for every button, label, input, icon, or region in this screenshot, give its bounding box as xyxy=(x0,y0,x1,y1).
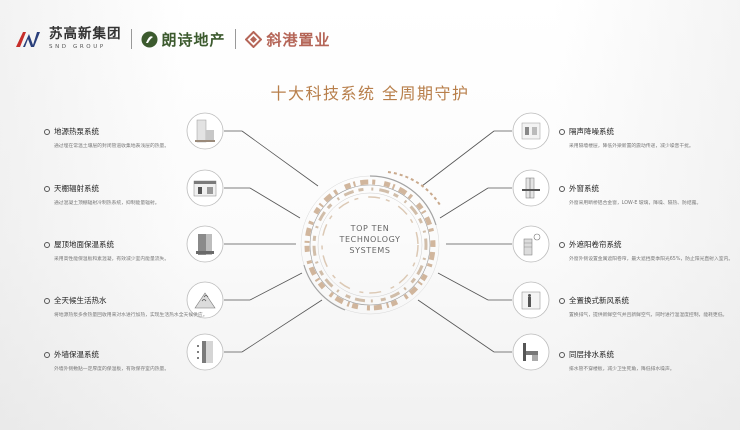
item-desc: 将地源热泵多余热量回收用来对水进行加热，实现生活热水全天候供应。 xyxy=(54,313,208,318)
left-item-4: 全天候生活热水 将地源热泵多余热量回收用来对水进行加热，实现生活热水全天候供应。 xyxy=(44,295,208,318)
item-title: 地源热泵系统 xyxy=(54,127,99,136)
brand1-name: 苏高新集团 xyxy=(49,26,122,42)
item-desc: 通过混凝土顶棚辐射冷制热系统，抑制能量辐射。 xyxy=(54,201,160,206)
bullet-circle-icon xyxy=(44,185,50,192)
right-item-4: 全置换式新风系统 置换排气，提供新鲜空气并且新鲜空气，同时进行温湿度控制，能耗更… xyxy=(559,295,727,318)
right-item-3: 外遮阳卷帘系统 外窗外侧设置金属遮阳卷帘，最大遮挡夏季阳光65%，防止阳光直射入… xyxy=(559,239,733,262)
right-item-1: 隔声降噪系统 采用隔墙楼层，降低外梁新置的震动传递，减少噪音干扰。 xyxy=(559,126,694,149)
snd-logo-icon xyxy=(16,29,44,49)
item-title: 全天候生活热水 xyxy=(54,296,107,305)
center-label: TOP TEN TECHNOLOGY SYSTEMS xyxy=(290,223,450,256)
item-desc: 外窗采用断桥铝合金窗，LOW-E 玻璃，降噪、隔热、防结露。 xyxy=(569,201,702,206)
item-desc: 排水管不穿楼板，减少卫生死角，降低排水噪声。 xyxy=(569,367,675,372)
left-item-2: 天棚辐射系统 通过混凝土顶棚辐射冷制热系统，抑制能量辐射。 xyxy=(44,183,160,206)
center-line-3: SYSTEMS xyxy=(349,246,391,255)
brand3-name: 斜港置业 xyxy=(266,30,331,49)
landsea-logo-icon xyxy=(141,31,158,48)
header-logos: 苏高新集团 SND GROUP 朗诗地产 斜港置业 xyxy=(16,24,331,54)
item-title: 隔声降噪系统 xyxy=(569,127,614,136)
center-line-2: TECHNOLOGY xyxy=(339,235,401,244)
right-item-5: 同层排水系统 排水管不穿楼板，减少卫生死角，降低排水噪声。 xyxy=(559,349,675,372)
item-title: 全置换式新风系统 xyxy=(569,296,629,305)
page-title: 十大科技系统 全周期守护 xyxy=(270,84,470,103)
left-thumbnails xyxy=(186,112,224,371)
item-desc: 通过埋在常温土壤层的封闭管道收集地表浅层的热量。 xyxy=(54,144,170,149)
item-title: 外墙保温系统 xyxy=(54,350,99,359)
item-desc: 置换排气，提供新鲜空气并且新鲜空气，同时进行温湿度控制，能耗更低。 xyxy=(569,313,728,318)
item-desc: 外窗外侧设置金属遮阳卷帘，最大遮挡夏季阳光65%，防止阳光直射入室内。 xyxy=(569,257,734,262)
item-title: 天棚辐射系统 xyxy=(54,184,99,193)
divider xyxy=(234,29,236,49)
bullet-circle-icon xyxy=(559,351,565,358)
bullet-circle-icon xyxy=(559,128,565,135)
right-thumbnails xyxy=(512,112,550,371)
xiegang-logo-icon xyxy=(244,30,262,48)
item-desc: 采用高性能保温板和素混凝，有效减少室内能量流失。 xyxy=(54,257,170,262)
left-item-1: 地源热泵系统 通过埋在常温土壤层的封闭管道收集地表浅层的热量。 xyxy=(44,126,169,149)
left-item-3: 屋顶地面保温系统 采用高性能保温板和素混凝，有效减少室内能量流失。 xyxy=(44,239,169,262)
right-item-2: 外窗系统 外窗采用断桥铝合金窗，LOW-E 玻璃，降噪、隔热、防结露。 xyxy=(559,183,701,206)
item-title: 屋顶地面保温系统 xyxy=(54,240,114,249)
item-title: 同层排水系统 xyxy=(569,350,614,359)
item-desc: 采用隔墙楼层，降低外梁新置的震动传递，减少噪音干扰。 xyxy=(569,144,694,149)
item-title: 外窗系统 xyxy=(569,184,599,193)
bullet-circle-icon xyxy=(44,297,50,304)
bullet-circle-icon xyxy=(44,351,50,358)
left-item-5: 外墙保温系统 外墙外侧敷贴一定厚度的保温板，有效保存室内热量。 xyxy=(44,349,169,372)
bullet-circle-icon xyxy=(559,185,565,192)
center-rings xyxy=(300,171,441,315)
connector-lines xyxy=(224,130,512,353)
bullet-circle-icon xyxy=(559,297,565,304)
brand1-en-name: SND GROUP xyxy=(49,43,106,50)
center-line-1: TOP TEN xyxy=(350,224,390,233)
brand2-name: 朗诗地产 xyxy=(161,30,226,49)
bullet-circle-icon xyxy=(44,128,50,135)
bullet-circle-icon xyxy=(44,241,50,248)
item-desc: 外墙外侧敷贴一定厚度的保温板，有效保存室内热量。 xyxy=(54,367,170,372)
bullet-circle-icon xyxy=(559,241,565,248)
item-title: 外遮阳卷帘系统 xyxy=(569,240,622,249)
divider xyxy=(130,29,132,49)
